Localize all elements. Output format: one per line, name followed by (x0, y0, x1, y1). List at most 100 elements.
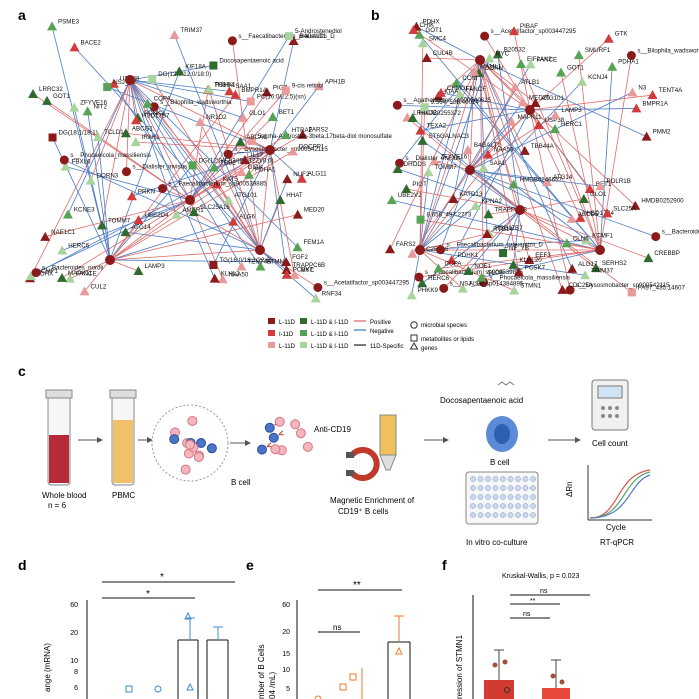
microbe-node-icon (436, 245, 446, 255)
node-label: s__Bilophila_wadsworthia (637, 48, 699, 55)
well-icon (507, 512, 514, 518)
node-label: TOMM7 (108, 217, 131, 224)
gene-node-icon (407, 113, 418, 123)
node-label: PSME3 (58, 18, 80, 25)
well-icon (507, 476, 514, 482)
node-label: LAMP3 (561, 107, 582, 114)
network-edge (189, 89, 209, 201)
node-label: GOT1 (567, 65, 584, 72)
gene-node-icon (627, 87, 638, 97)
network-edge (519, 198, 584, 211)
gene-node-icon (492, 49, 503, 59)
node-label: ALG6 (469, 281, 485, 288)
cell-cluster-icon (169, 415, 217, 475)
metabolite-node-icon (284, 32, 293, 41)
gene-node-icon (408, 24, 419, 34)
stat-test-title: Kruskal-Wallis, p = 0.023 (502, 573, 579, 580)
network-edge (174, 34, 261, 251)
significance-mark: ** (353, 580, 361, 591)
node-label: HERC6 (68, 242, 90, 249)
gene-node-icon (542, 177, 553, 187)
pbmc-label: PBMC (112, 491, 135, 500)
pbmc-cell-icon (274, 416, 285, 427)
legend-line-label: 11D-Specific (370, 344, 404, 350)
network-edge (248, 149, 271, 176)
gene-node-icon (62, 209, 73, 219)
node-label: APH1B (325, 78, 345, 85)
b-cell-icon (169, 434, 180, 445)
gene-node-icon (69, 42, 80, 52)
gene-node-icon (281, 257, 292, 267)
plot-f: Kruskal-Wallis, p = 0.023 ression of STM… (455, 573, 590, 699)
gene-node-icon (457, 283, 468, 293)
hub-node-icon (595, 245, 605, 255)
gene-node-icon (566, 213, 577, 223)
antibody-labeled-cells-icon (257, 416, 313, 456)
node-label: PCNK2 (144, 110, 165, 117)
tick-label: 60 (282, 602, 290, 609)
gene-node-icon (448, 193, 459, 203)
legend-item: L-11D (279, 344, 296, 350)
whole-blood-label: Whole blood (42, 491, 86, 500)
well-icon (492, 503, 499, 509)
gene-node-icon (261, 87, 272, 97)
gene-node-icon (607, 61, 618, 71)
node-label: MAPK11 (518, 114, 543, 121)
b-cell-icon (206, 443, 217, 454)
significance-mark: ns (540, 588, 548, 595)
network-edge (113, 83, 191, 201)
microbe-node-icon (223, 149, 233, 159)
plot-d: 60 20 10 8 6 ange (mRNA) * * (43, 572, 235, 699)
node-label: ALG11 (308, 171, 327, 178)
gene-node-icon (478, 163, 489, 173)
hub-node-icon (415, 245, 425, 255)
hub-node-icon (265, 145, 275, 155)
gene-node-icon (280, 130, 291, 140)
workflow-panel: Whole blood n = 6 PBMC Anti-CD19 B cell … (42, 379, 652, 547)
network-edge (109, 249, 261, 261)
network-edge (469, 109, 531, 171)
microbe-node-icon (480, 31, 490, 41)
network-edge (107, 86, 271, 151)
gene-node-icon (56, 272, 67, 282)
node-label: SLC25A16 (418, 246, 448, 253)
legend-shape-label: genes (421, 346, 437, 352)
microbe-node-icon (565, 285, 575, 295)
node-label: ABCA1 (246, 134, 267, 141)
well-icon (477, 476, 484, 482)
node-label: TRAPPC6B (293, 262, 326, 269)
gene-node-icon (60, 161, 71, 171)
node-label: MAML1 (480, 64, 502, 71)
node-label: FA97_435.14607 (638, 284, 686, 291)
panel-label-c: c (18, 363, 26, 379)
network-edge (30, 149, 271, 277)
node-label: SERHS2 (602, 260, 627, 267)
well-icon (492, 476, 499, 482)
node-label: RTG14 (493, 226, 513, 233)
gene-node-icon (169, 29, 180, 39)
node-label: STMN1 (266, 258, 288, 265)
node-label: COPA (444, 260, 462, 267)
axis-label-y: mber of B Cells (257, 644, 266, 699)
network-edge (426, 57, 481, 61)
axis-label-y: ression of STMN1 (455, 634, 464, 699)
gene-node-icon (93, 131, 104, 141)
legend-swatch-pink (268, 342, 275, 348)
node-label: KPNA2 (482, 198, 503, 205)
gene-node-icon (482, 149, 493, 159)
network-edge (189, 116, 274, 201)
node-label: FARS2 (308, 127, 328, 134)
network-edge (419, 58, 490, 251)
network-edge (578, 55, 601, 251)
node-label: NAA50 (494, 146, 514, 153)
network-edge (189, 35, 290, 201)
network-edge (269, 86, 320, 151)
dpa-label: Docosapentaenoic acid (440, 396, 523, 405)
gene-node-icon (446, 255, 457, 265)
tick-label: 20 (70, 630, 78, 637)
network-edge (519, 209, 649, 259)
gene-node-icon (476, 272, 487, 282)
metabolite-node-icon (209, 61, 218, 70)
node-label: ZFYVE16 (80, 100, 107, 107)
node-label: RNF34 (322, 290, 342, 297)
